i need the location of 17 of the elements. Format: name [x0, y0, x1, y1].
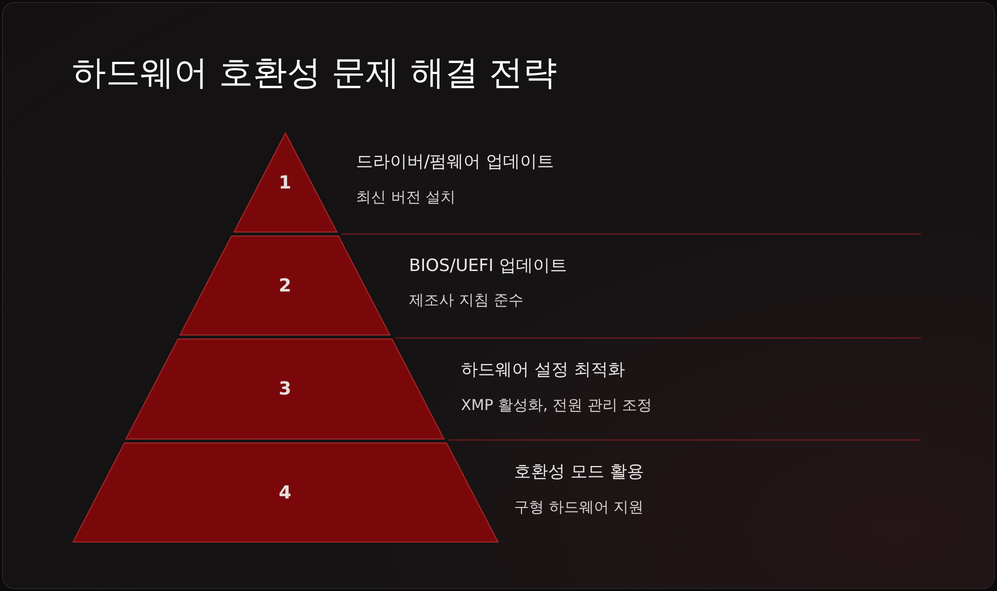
step-title: 호환성 모드 활용 [514, 461, 644, 483]
step-description: 최신 버전 설치 [356, 188, 456, 207]
level-number: 1 [278, 172, 292, 193]
step-description: 제조사 지침 준수 [409, 291, 524, 310]
step-title: BIOS/UEFI 업데이트 [409, 255, 567, 277]
step-description: 구형 하드웨어 지원 [514, 498, 644, 517]
pyramid-segment [180, 236, 390, 335]
pyramid-segment [72, 443, 498, 542]
step-title: 하드웨어 설정 최적화 [461, 359, 625, 381]
level-number: 2 [278, 275, 292, 296]
title: 하드웨어 호환성 문제 해결 전략 [72, 52, 558, 95]
pyramid-segment [126, 339, 444, 439]
step-description: XMP 활성화, 전원 관리 조정 [461, 396, 652, 415]
level-number: 4 [278, 482, 292, 503]
pyramid-segment [234, 133, 336, 232]
level-number: 3 [278, 378, 292, 400]
step-title: 드라이버/펌웨어 업데이트 [356, 151, 554, 173]
